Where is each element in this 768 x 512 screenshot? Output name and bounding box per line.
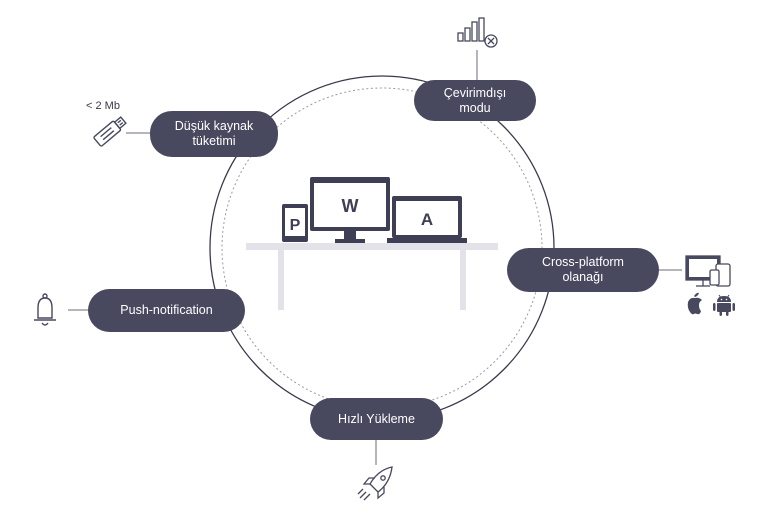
fast-load-node: Hızlı Yükleme bbox=[310, 398, 443, 440]
push-notification-node: Push-notification bbox=[88, 289, 245, 332]
laptop-device: A bbox=[387, 196, 467, 243]
offline-mode-node: Çevirimdışı modu bbox=[414, 80, 536, 121]
cross-platform-node: Cross-platform olanağı bbox=[507, 248, 659, 292]
monitor-device: W bbox=[310, 177, 390, 243]
signal-bars-offline-icon bbox=[457, 17, 498, 48]
monitor-letter: W bbox=[342, 196, 359, 216]
bell-icon bbox=[34, 293, 56, 326]
laptop-letter: A bbox=[421, 210, 433, 229]
size-label: < 2 Mb bbox=[86, 100, 120, 112]
low-resource-node: Düşük kaynak tüketimi bbox=[150, 111, 278, 157]
tablet-device: P bbox=[282, 204, 308, 242]
rocket-icon bbox=[357, 466, 393, 501]
usb-stick-icon bbox=[93, 116, 127, 147]
desk bbox=[246, 243, 498, 310]
devices-icon bbox=[685, 255, 731, 287]
android-icon bbox=[713, 294, 735, 316]
apple-icon bbox=[687, 292, 702, 315]
tablet-letter: P bbox=[290, 217, 301, 234]
